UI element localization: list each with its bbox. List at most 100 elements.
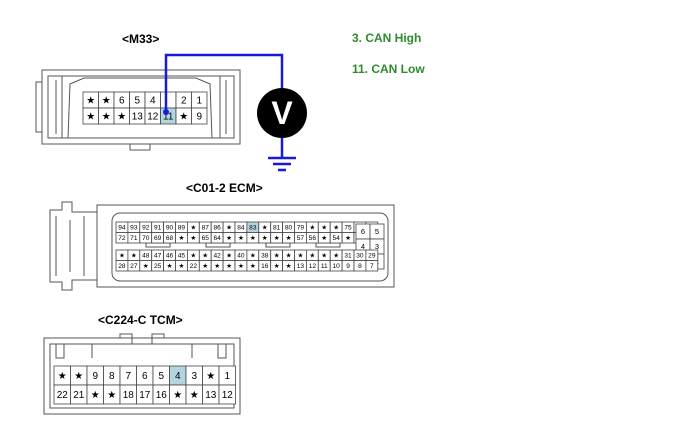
ecm-pin-label: 42 (213, 253, 221, 260)
ecm-pin-label: ★ (262, 225, 268, 232)
m33-pin-label: 1 (196, 96, 202, 107)
tcm-pin-label: ★ (173, 390, 182, 401)
ecm-pin-label: 89 (178, 225, 186, 232)
ecm-pin-label: 7 (370, 263, 374, 270)
m33-pin-label: ★ (86, 96, 95, 107)
legend-can-high: 3. CAN High (352, 31, 421, 45)
ecm-pin-label: ★ (214, 263, 220, 270)
ecm-pin-label: ★ (167, 263, 173, 270)
ecm-pin-label: ★ (190, 225, 196, 232)
tcm-pin-label: 1 (224, 371, 230, 382)
ecm-pin-label: 68 (166, 235, 174, 242)
m33-pin-cell (191, 107, 208, 125)
m33-pin-label: ★ (86, 112, 95, 123)
ecm-pin-label: 9 (346, 263, 350, 270)
ecm-pin-label: ★ (226, 225, 232, 232)
ecm-pin-label: ★ (190, 253, 196, 260)
ecm-pin-label: ★ (119, 253, 125, 260)
ecm-pin-label: 12 (309, 263, 317, 270)
voltmeter-icon: V (257, 88, 307, 138)
ecm-pin-label: 70 (142, 235, 150, 242)
ecm-pin-label: ★ (262, 235, 268, 242)
ecm-pin-label: 75 (344, 225, 352, 232)
ecm-pin-label: 28 (118, 263, 126, 270)
m33-pin-label: 9 (196, 112, 202, 123)
m33-pin-label: ★ (179, 112, 188, 123)
tcm-pin-label: 17 (139, 390, 151, 401)
ecm-pin-label: ★ (309, 225, 315, 232)
tcm-pin-label: ★ (91, 390, 100, 401)
ecm-pin-label: 80 (285, 225, 293, 232)
ecm-pin-label: 10 (332, 263, 340, 270)
tcm-pin-label: 3 (191, 371, 197, 382)
ecm-pin-label: 81 (273, 225, 281, 232)
ecm-pin-label: ★ (238, 235, 244, 242)
tcm-pin-label: ★ (107, 390, 116, 401)
ecm-connector (49, 201, 395, 291)
ecm-pin-label: 16 (261, 263, 269, 270)
tcm-pin-label: 6 (142, 371, 148, 382)
ecm-pin-label: 40 (237, 253, 245, 260)
ecm-pin-label: 90 (166, 225, 174, 232)
ecm-pin-label: ★ (178, 263, 184, 270)
probe-tip (163, 109, 169, 115)
ecm-pin-label: 30 (356, 253, 364, 260)
ecm-pin-label: ★ (333, 253, 339, 260)
ecm-pin-label: 31 (344, 253, 352, 260)
ecm-pin-label: ★ (274, 235, 280, 242)
ecm-pin-label: ★ (286, 235, 292, 242)
m33-pin-label: ★ (102, 96, 111, 107)
ecm-pin-label: ★ (238, 263, 244, 270)
m33-pin-label: ★ (102, 112, 111, 123)
tcm-pin-label: 16 (156, 390, 168, 401)
ecm-pin-label: ★ (202, 263, 208, 270)
ground-icon (268, 156, 296, 172)
ecm-pin-label: 84 (237, 225, 245, 232)
tcm-pin-label: ★ (206, 371, 215, 382)
tcm-pin-label: ★ (58, 371, 67, 382)
tcm-pin-label: 8 (109, 371, 115, 382)
m33-pin-label: 5 (134, 96, 140, 107)
tcm-pin-label: 18 (123, 390, 135, 401)
probe-wire (164, 53, 284, 158)
m33-pin-label: 2 (181, 96, 187, 107)
ecm-pin-label: ★ (321, 253, 327, 260)
tcm-pin-label: 22 (57, 390, 69, 401)
ecm-pin-label: ★ (250, 235, 256, 242)
m33-pin-label: 11 (163, 112, 174, 123)
ecm-pin-label: 25 (154, 263, 162, 270)
ecm-side-pin-label: 5 (375, 227, 379, 236)
m33-title: <M33> (122, 32, 159, 46)
ecm-pin-label: ★ (178, 235, 184, 242)
tcm-pin-label: 21 (73, 390, 85, 401)
ecm-pin-label: 57 (297, 235, 305, 242)
ecm-pin-label: ★ (321, 235, 327, 242)
ecm-pin-label: 64 (213, 235, 221, 242)
legend-can-low: 11. CAN Low (352, 62, 425, 76)
ecm-pin-label: ★ (274, 253, 280, 260)
ecm-pin-label: ★ (190, 235, 196, 242)
ecm-pin-label: 27 (130, 263, 138, 270)
ecm-pin-label: 71 (130, 235, 138, 242)
ecm-pin-label: ★ (286, 253, 292, 260)
ecm-pin-label: ★ (309, 253, 315, 260)
ecm-pin-label: ★ (202, 253, 208, 260)
ecm-pin-label: 91 (154, 225, 162, 232)
ecm-pin-label: 8 (358, 263, 362, 270)
ecm-pin-label: 48 (142, 253, 150, 260)
ecm-pin-label: 29 (368, 253, 376, 260)
ecm-pin-label: ★ (286, 263, 292, 270)
ecm-pin-label: ★ (143, 263, 149, 270)
ecm-pin-label: 65 (202, 235, 210, 242)
m33-pin-label: 12 (147, 112, 159, 123)
tcm-pin-label: 9 (92, 371, 98, 382)
tcm-pin-label: 4 (175, 371, 181, 382)
ecm-pin-label: ★ (333, 225, 339, 232)
tcm-pin-label: ★ (74, 371, 83, 382)
ecm-side-pin-label: 6 (361, 227, 365, 236)
ecm-pin-label: 69 (154, 235, 162, 242)
